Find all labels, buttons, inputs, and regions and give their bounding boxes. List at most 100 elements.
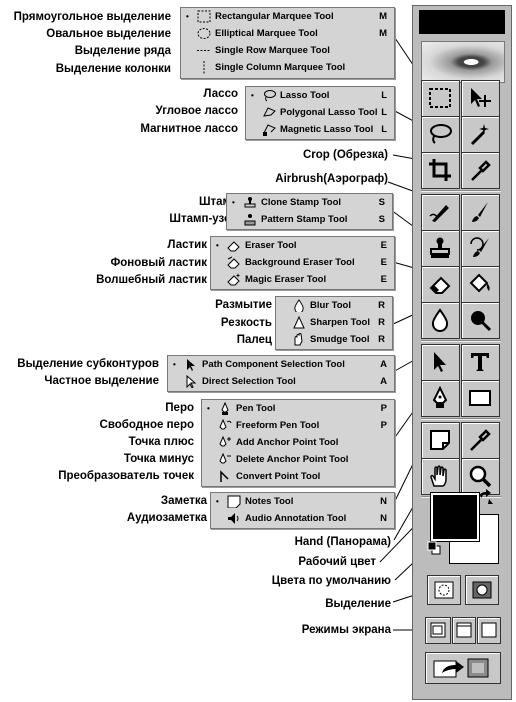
standard-mode-button[interactable] (427, 575, 461, 605)
notes-tool-button[interactable] (421, 422, 460, 459)
eraser-tool-button[interactable] (421, 266, 460, 303)
type-icon (471, 353, 489, 371)
healing-brush-icon (429, 205, 449, 222)
crop-tool-button[interactable] (421, 152, 460, 189)
label-path-selection: Выделение субконтуров (17, 358, 159, 370)
label-polygonal-lasso: Угловое лассо (155, 105, 238, 117)
pen-tool-button[interactable] (421, 380, 460, 417)
flyout-item-label: Lasso Tool (280, 90, 330, 101)
path-selection-icon (187, 359, 195, 371)
full-screen-menu-mode-button[interactable] (452, 617, 476, 644)
label-eraser: Ластик (167, 239, 207, 251)
adobe-eye-logo[interactable] (421, 41, 505, 83)
label-hand: Hand (Панорама) (294, 536, 391, 548)
foreground-color-swatch[interactable] (430, 492, 480, 542)
flyout-item-label: Path Component Selection Tool (202, 359, 345, 370)
toolbox-divider (421, 340, 501, 342)
history-brush-tool-button[interactable] (461, 230, 500, 267)
flyout-item-add-anchor[interactable]: Add Anchor Point Tool (202, 434, 394, 451)
shortcut-key: E (380, 257, 387, 268)
label-sharpen: Резкость (220, 317, 272, 329)
magic-wand-tool-button[interactable] (461, 116, 500, 153)
brush-tool-button[interactable] (461, 194, 500, 231)
shortcut-key: L (381, 107, 387, 118)
blur-tool-button[interactable] (421, 302, 460, 339)
flyout-item-label: Audio Annotation Tool (245, 513, 347, 524)
hand-tool-button[interactable] (421, 458, 460, 495)
selected-bullet: • (216, 241, 219, 250)
healing-brush-tool-button[interactable] (421, 194, 460, 231)
shortcut-key: L (381, 124, 387, 135)
default-colors-icon[interactable] (427, 541, 441, 555)
label-selection-mode: Выделение (325, 598, 391, 610)
shortcut-key: L (381, 90, 387, 101)
jump-to-imageready-button[interactable] (425, 652, 501, 684)
quick-mask-mode-button[interactable] (465, 575, 499, 605)
label-direct-selection: Частное выделение (44, 375, 159, 387)
pen-icon (221, 402, 229, 415)
column-marquee-icon (203, 61, 205, 74)
freeform-pen-icon (219, 419, 232, 430)
label-row-marquee: Выделение ряда (74, 45, 171, 57)
flyout-item-label: Sharpen Tool (310, 317, 370, 328)
blur-icon (431, 308, 449, 332)
dodge-tool-button[interactable] (461, 302, 500, 339)
toolbox-divider (421, 418, 501, 420)
eyedropper-tool-button[interactable] (461, 152, 500, 189)
flyout-item-label: Polygonal Lasso Tool (280, 107, 378, 118)
flyout-item-delete-anchor[interactable]: Delete Anchor Point Tool (202, 451, 394, 468)
flyout-item-row-marquee[interactable]: Single Row Marquee Tool (181, 42, 394, 59)
eyedropper-sample-tool-button[interactable] (461, 422, 500, 459)
move-tool-button[interactable] (461, 80, 500, 117)
flyout-item-column-marquee[interactable]: Single Column Marquee Tool (181, 59, 394, 76)
type-tool-button[interactable] (461, 344, 500, 381)
flyout-item-label: Pen Tool (236, 403, 276, 414)
lasso-tool-button[interactable] (421, 116, 460, 153)
move-icon (471, 88, 491, 107)
flyout-item-convert-point[interactable]: Convert Point Tool (202, 468, 394, 485)
zoom-tool-button[interactable] (461, 458, 500, 495)
background-eraser-icon (227, 256, 240, 269)
brush-icon (472, 202, 488, 222)
full-screen-icon (481, 622, 497, 638)
path-selection-tool-button[interactable] (421, 344, 460, 381)
label-pen: Перо (165, 402, 194, 414)
flyout-item-label: Add Anchor Point Tool (236, 437, 339, 448)
flyout-item-label: Rectangular Marquee Tool (215, 11, 334, 22)
full-screen-mode-button[interactable] (477, 617, 501, 644)
toolbox-title-bar[interactable] (419, 10, 505, 34)
crop-icon (429, 159, 451, 181)
flyout-item-label: Delete Anchor Point Tool (236, 454, 349, 465)
swap-colors-icon[interactable] (477, 489, 495, 507)
shape-tool-button[interactable] (461, 380, 500, 417)
shortcut-key: N (380, 496, 387, 507)
clone-stamp-tool-button[interactable] (421, 230, 460, 267)
standard-screen-mode-button[interactable] (425, 617, 451, 644)
paint-bucket-tool-button[interactable] (461, 266, 500, 303)
eraser-icon (227, 241, 240, 252)
label-audio-annotation: Аудиозаметка (126, 512, 207, 524)
marquee-tool-button[interactable] (421, 80, 460, 117)
label-column-marquee: Выделение колонки (55, 63, 171, 75)
